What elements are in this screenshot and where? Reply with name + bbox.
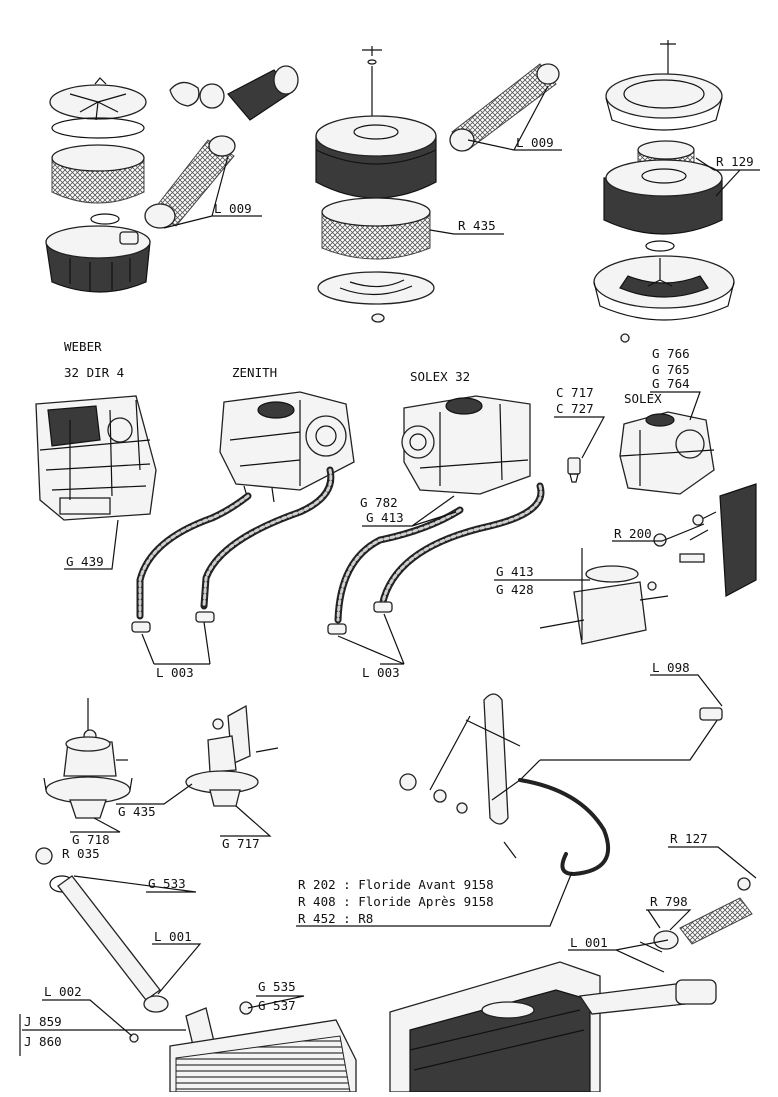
fuel-pump-g718 <box>43 698 133 819</box>
label-l002: L 002 <box>44 984 82 999</box>
label-solex-32: SOLEX 32 <box>410 369 470 384</box>
label-j859: J 859 <box>24 1014 62 1029</box>
legend-line-1: R 202 : Floride Avant 9158 <box>298 877 494 892</box>
part-callouts: L 009 L 009 R 435 R 129 WEBER 32 DIR 4 Z… <box>19 85 760 1056</box>
label-l009a: L 009 <box>214 201 252 216</box>
fuel-filler-neck-left <box>35 847 253 1059</box>
fuel-tank-left <box>129 1019 357 1093</box>
solex-32-carburetor <box>401 395 531 495</box>
label-g782: G 782 <box>360 495 398 510</box>
accelerator-cable-group <box>399 693 723 877</box>
label-zenith: ZENITH <box>232 365 277 380</box>
weber-carburetor <box>35 395 157 521</box>
filler-neck-right <box>639 877 753 953</box>
label-c727: C 727 <box>556 401 594 416</box>
label-g413a: G 413 <box>366 510 404 525</box>
label-g718: G 718 <box>72 832 110 847</box>
label-g435: G 435 <box>118 804 156 819</box>
label-j860: J 860 <box>24 1034 62 1049</box>
label-r435: R 435 <box>458 218 496 233</box>
air-filter-assembly-2 <box>315 46 560 323</box>
label-g413b: G 413 <box>496 564 534 579</box>
label-g439: G 439 <box>66 554 104 569</box>
label-solex: SOLEX <box>624 391 662 406</box>
label-g764: G 764 <box>652 376 690 391</box>
label-g428: G 428 <box>496 582 534 597</box>
legend-line-3: R 452 : R8 <box>298 911 373 926</box>
label-l001a: L 001 <box>154 929 192 944</box>
air-filter-assembly-3 <box>593 40 735 343</box>
label-g537: G 537 <box>258 998 296 1013</box>
label-r129: R 129 <box>716 154 754 169</box>
solex-carburetor <box>619 411 715 495</box>
label-c717: C 717 <box>556 385 594 400</box>
fuel-hoses-zenith <box>131 466 335 633</box>
label-g717: G 717 <box>222 836 260 851</box>
label-weber: WEBER <box>64 339 102 354</box>
intake-flange-group <box>539 483 757 645</box>
label-l003a: L 003 <box>156 665 194 680</box>
zenith-carburetor <box>219 391 355 503</box>
air-filter-assembly-1 <box>45 65 299 293</box>
label-32-dir-4: 32 DIR 4 <box>64 365 124 380</box>
label-r035: R 035 <box>62 846 100 861</box>
label-l098: L 098 <box>652 660 690 675</box>
label-r200: R 200 <box>614 526 652 541</box>
label-r798: R 798 <box>650 894 688 909</box>
label-l003b: L 003 <box>362 665 400 680</box>
label-r127: R 127 <box>670 831 708 846</box>
fuel-hoses-solex <box>327 482 545 635</box>
jet-c717 <box>567 457 581 483</box>
label-g535: G 535 <box>258 979 296 994</box>
fuel-tank-right <box>389 961 717 1093</box>
label-l009b: L 009 <box>516 135 554 150</box>
label-l001b: L 001 <box>570 935 608 950</box>
label-g765: G 765 <box>652 362 690 377</box>
legend-line-2: R 408 : Floride Après 9158 <box>298 894 494 909</box>
fuel-pump-g717 <box>185 704 279 807</box>
label-g766: G 766 <box>652 346 690 361</box>
